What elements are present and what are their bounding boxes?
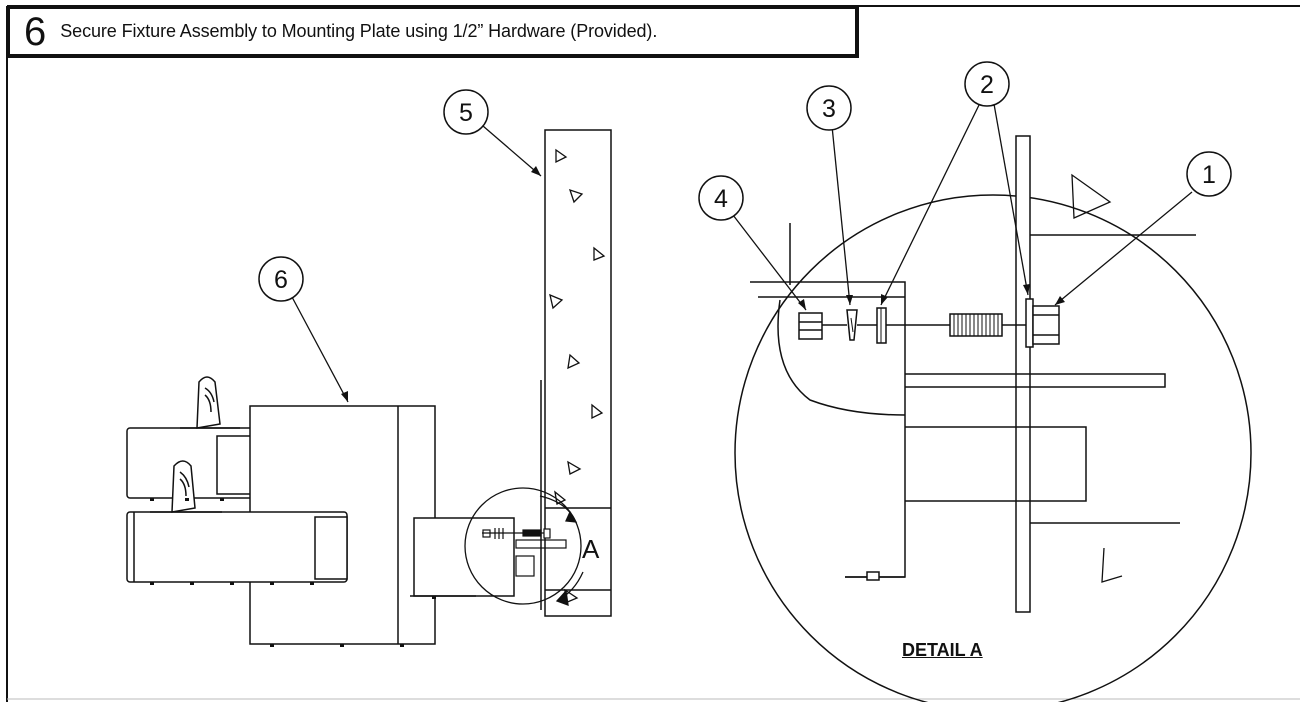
callout-2-label: 2 xyxy=(980,71,994,99)
callout-4: 4 xyxy=(698,175,744,221)
step-number: 6 xyxy=(24,9,47,54)
callout-1: 1 xyxy=(1186,151,1232,197)
step-header: 6 Secure Fixture Assembly to Mounting Pl… xyxy=(7,6,859,58)
callout-6: 6 xyxy=(258,256,304,302)
detail-circle-small xyxy=(464,487,584,606)
fixture-assembly xyxy=(126,376,515,647)
detail-a-view xyxy=(734,135,1252,702)
callout-5: 5 xyxy=(443,89,489,135)
callout-3-label: 3 xyxy=(822,95,836,123)
callout-4-label: 4 xyxy=(714,185,728,213)
leader-arrowheads xyxy=(341,166,1065,402)
callout-5-label: 5 xyxy=(459,99,473,127)
callout-6-label: 6 xyxy=(274,266,288,294)
detail-marker: A xyxy=(582,534,600,564)
callout-1-label: 1 xyxy=(1202,161,1216,189)
mounting-plate xyxy=(540,129,612,617)
detail-caption: DETAIL A xyxy=(902,640,983,660)
callout-leaders xyxy=(291,102,1193,403)
step-instruction: Secure Fixture Assembly to Mounting Plat… xyxy=(60,21,658,41)
small-hardware xyxy=(482,528,567,577)
callout-2: 2 xyxy=(964,61,1010,107)
callout-3: 3 xyxy=(806,85,852,131)
